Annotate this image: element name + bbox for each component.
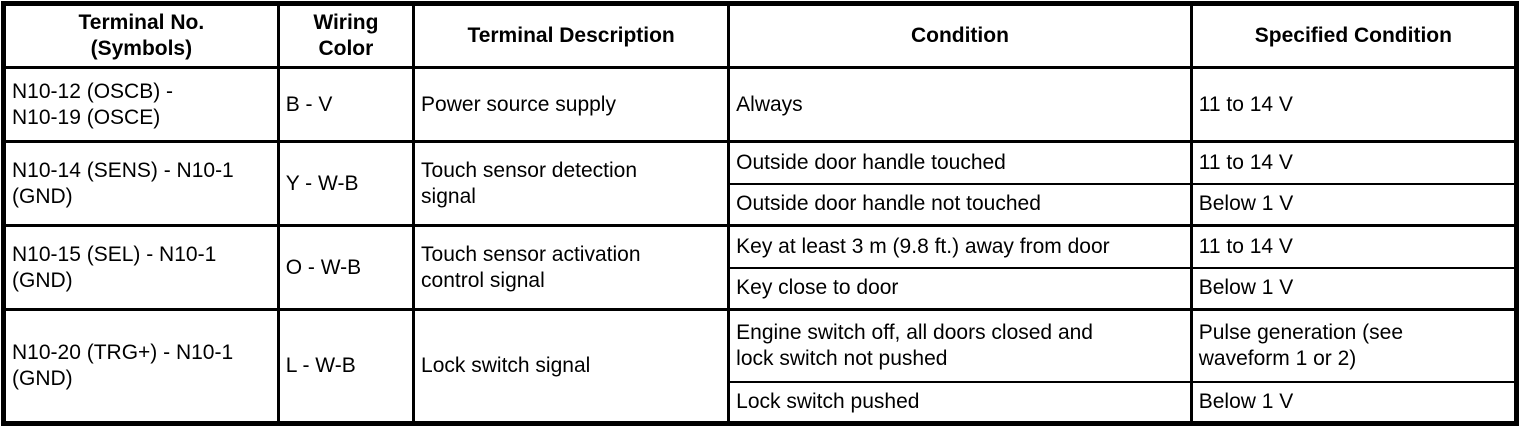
wiring-color-cell: B - V: [276, 66, 416, 143]
condition-cell: Key at least 3 m (9.8 ft.) away from doo…: [727, 224, 1193, 269]
col-header-terminal-no: Terminal No. (Symbols): [2, 2, 280, 69]
col-header-wiring-color: Wiring Color: [276, 2, 416, 69]
specified-condition-cell: Below 1 V: [1189, 380, 1519, 425]
terminal-no-cell: N10-20 (TRG+) - N10-1 (GND): [2, 308, 280, 425]
table-row: N10-20 (TRG+) - N10-1 (GND) L - W-B Lock…: [2, 308, 1519, 425]
table-row: N10-12 (OSCB) - N10-19 (OSCE) B - V Powe…: [2, 66, 1519, 143]
condition-cell: Key close to door: [727, 266, 1193, 311]
specified-condition-cell: 11 to 14 V: [1189, 140, 1519, 185]
terminal-description-cell: Touch sensor detection signal: [412, 140, 731, 227]
condition-cell: Engine switch off, all doors closed and …: [727, 308, 1193, 383]
col-header-specified-condition: Specified Condition: [1189, 2, 1519, 69]
condition-cell: Outside door handle touched: [727, 140, 1193, 185]
specified-condition-cell: Pulse generation (see waveform 1 or 2): [1189, 308, 1519, 383]
condition-cell: Always: [727, 66, 1193, 143]
terminal-description-cell: Touch sensor activation control signal: [412, 224, 731, 311]
condition-cell: Lock switch pushed: [727, 380, 1193, 425]
specified-condition-cell: 11 to 14 V: [1189, 224, 1519, 269]
terminal-description-cell: Lock switch signal: [412, 308, 731, 425]
wiring-color-cell: L - W-B: [276, 308, 416, 425]
terminal-description-cell: Power source supply: [412, 66, 731, 143]
terminal-no-cell: N10-15 (SEL) - N10-1 (GND): [2, 224, 280, 311]
table-sub-row: Lock switch pushed Below 1 V: [4, 380, 1519, 425]
specified-condition-cell: 11 to 14 V: [1189, 66, 1519, 143]
header-row: Terminal No. (Symbols) Wiring Color Term…: [2, 2, 1519, 69]
wiring-color-cell: O - W-B: [276, 224, 416, 311]
table-sub-row: Outside door handle not touched Below 1 …: [4, 182, 1519, 227]
specified-condition-cell: Below 1 V: [1189, 182, 1519, 227]
col-header-terminal-description: Terminal Description: [412, 2, 731, 69]
table-row: N10-14 (SENS) - N10-1 (GND) Y - W-B Touc…: [2, 140, 1519, 227]
specified-condition-cell: Below 1 V: [1189, 266, 1519, 311]
terminal-no-cell: N10-12 (OSCB) - N10-19 (OSCE): [2, 66, 280, 143]
table-row: N10-15 (SEL) - N10-1 (GND) O - W-B Touch…: [2, 224, 1519, 311]
terminal-wiring-table: Terminal No. (Symbols) Wiring Color Term…: [1, 1, 1519, 426]
terminal-no-cell: N10-14 (SENS) - N10-1 (GND): [2, 140, 280, 227]
wiring-color-cell: Y - W-B: [276, 140, 416, 227]
condition-cell: Outside door handle not touched: [727, 182, 1193, 227]
col-header-condition: Condition: [727, 2, 1193, 69]
table-sub-row: Key close to door Below 1 V: [4, 266, 1519, 311]
